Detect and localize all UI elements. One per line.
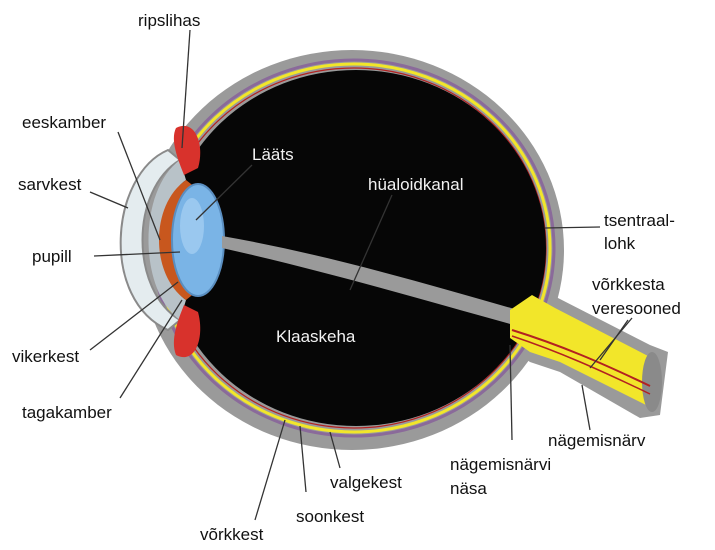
pointer-nagemisnarv — [582, 385, 590, 430]
label-ripslihas: ripslihas — [138, 11, 200, 30]
label-valgekest: valgekest — [330, 473, 402, 492]
label-klaaskeha: Klaaskeha — [276, 327, 356, 346]
label-vorkkest: võrkkest — [200, 525, 264, 544]
label-eeskamber: eeskamber — [22, 113, 106, 132]
label-tagakamber: tagakamber — [22, 403, 112, 422]
lens-highlight — [180, 198, 204, 254]
pointer-sarvkest — [90, 192, 128, 208]
pointer-vorkkest — [255, 420, 285, 520]
label-nasa-line2: näsa — [450, 479, 487, 498]
label-tsentraal-line1: tsentraal- — [604, 211, 675, 230]
label-vikerkest: vikerkest — [12, 347, 79, 366]
label-vorkkesta-line2: veresooned — [592, 299, 681, 318]
label-nagemisnarv: nägemisnärv — [548, 431, 646, 450]
optic-nerve-cut — [642, 352, 662, 412]
label-tsentraal-line2: lohk — [604, 234, 636, 253]
label-pupill: pupill — [32, 247, 72, 266]
label-nasa-line1: nägemisnärvi — [450, 455, 551, 474]
label-soonkest: soonkest — [296, 507, 364, 526]
label-hualoidkanal: hüaloidkanal — [368, 175, 463, 194]
label-laats: Lääts — [252, 145, 294, 164]
label-sarvkest: sarvkest — [18, 175, 82, 194]
label-vorkkesta-line1: võrkkesta — [592, 275, 665, 294]
